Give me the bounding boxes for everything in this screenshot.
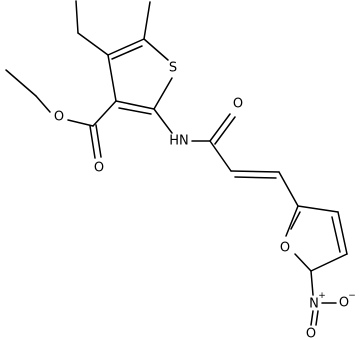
bond-c4-c3 <box>107 54 117 102</box>
atom-labels: S O O HN O O N + O O − <box>54 61 356 340</box>
bond-camide-ca <box>209 140 232 172</box>
bond-furan-c5-o <box>294 253 312 272</box>
bond-c5-c4-inner <box>111 45 143 60</box>
bond-cb-furan <box>278 171 299 207</box>
bond-furan-c3-c4-inner <box>331 216 341 253</box>
bond-cester-o <box>67 119 94 127</box>
nitro-plus-charge: + <box>318 291 326 301</box>
atom-amide-oxygen: O <box>233 97 243 112</box>
atom-ester-carbonyl-oxygen: O <box>94 161 104 176</box>
bond-o-ch2 <box>35 95 51 113</box>
bond-ca-cb-1 <box>230 170 280 173</box>
bond-c5-n <box>310 270 314 296</box>
atom-nitro-nitrogen: N <box>309 297 319 312</box>
bond-furan-c3-c4 <box>337 211 348 255</box>
bond-c3-cester <box>92 100 117 127</box>
bond-c5-c4 <box>107 38 145 56</box>
atom-nitro-oxygen-right: O <box>339 296 349 311</box>
atom-nitro-oxygen-bottom: O <box>306 327 316 340</box>
bond-ester-co-1 <box>89 125 96 159</box>
atom-ester-oxygen: O <box>54 110 64 125</box>
bond-c3-c2-inner <box>118 107 152 115</box>
bond-methyl <box>143 1 151 40</box>
bond-s-c5 <box>143 38 169 61</box>
bond-ethyl-1 <box>77 32 109 56</box>
bond-n-o-top-1 <box>310 310 314 326</box>
atom-sulfur: S <box>169 61 177 76</box>
bond-c2-n <box>153 108 173 134</box>
bond-lines <box>5 0 348 326</box>
bond-furan-c2-c3 <box>297 205 339 213</box>
atom-amide-nitrogen: HN <box>169 134 189 149</box>
bond-amide-co-1 <box>209 113 231 142</box>
atom-furan-oxygen: O <box>280 241 290 256</box>
bond-ethyl-2 <box>75 0 79 34</box>
bond-furan-o-c2 <box>285 205 299 237</box>
bond-furan-c2-inner <box>290 211 301 230</box>
bond-c2-s <box>153 77 173 110</box>
bond-furan-c4-c5 <box>310 253 348 272</box>
bond-amide-co-2 <box>214 116 236 145</box>
bond-ch2-ch3 <box>5 69 37 97</box>
bond-n-o-top-2 <box>315 310 319 326</box>
bond-ester-co-2 <box>95 124 102 158</box>
bond-c3-c2 <box>115 100 155 110</box>
bond-ca-cb-2 <box>234 176 277 179</box>
nitro-minus-charge: − <box>348 291 356 301</box>
